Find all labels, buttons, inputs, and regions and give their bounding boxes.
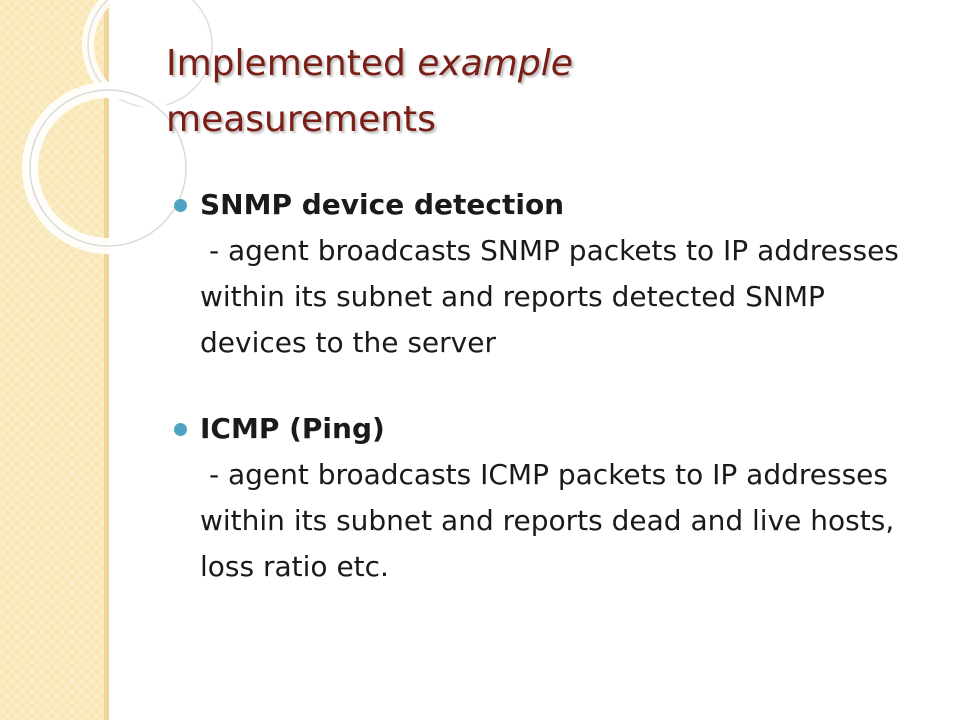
bullet-item-icmp: ICMP (Ping) - agent broadcasts ICMP pack…: [174, 406, 914, 590]
title-rest: measurements: [166, 99, 436, 140]
bullet-list: SNMP device detection - agent broadcasts…: [174, 182, 914, 590]
bullet-item-snmp: SNMP device detection - agent broadcasts…: [174, 182, 914, 366]
bullet-dot-icon: [174, 423, 187, 436]
bullet-description: - agent broadcasts SNMP packets to IP ad…: [200, 234, 899, 359]
title-emphasis: example: [417, 43, 573, 84]
lower-ring: [22, 82, 194, 254]
decorative-rings: [22, 0, 218, 254]
title-main: Implemented: [166, 43, 418, 84]
slide-title: Implemented example measurements: [166, 36, 926, 148]
bullet-description: - agent broadcasts ICMP packets to IP ad…: [200, 458, 895, 583]
bullet-dot-icon: [174, 199, 187, 212]
bullet-heading: SNMP device detection: [200, 188, 565, 221]
lower-ring-outline: [29, 89, 187, 247]
bullet-heading: ICMP (Ping): [200, 412, 385, 445]
side-band-edge: [104, 0, 109, 720]
